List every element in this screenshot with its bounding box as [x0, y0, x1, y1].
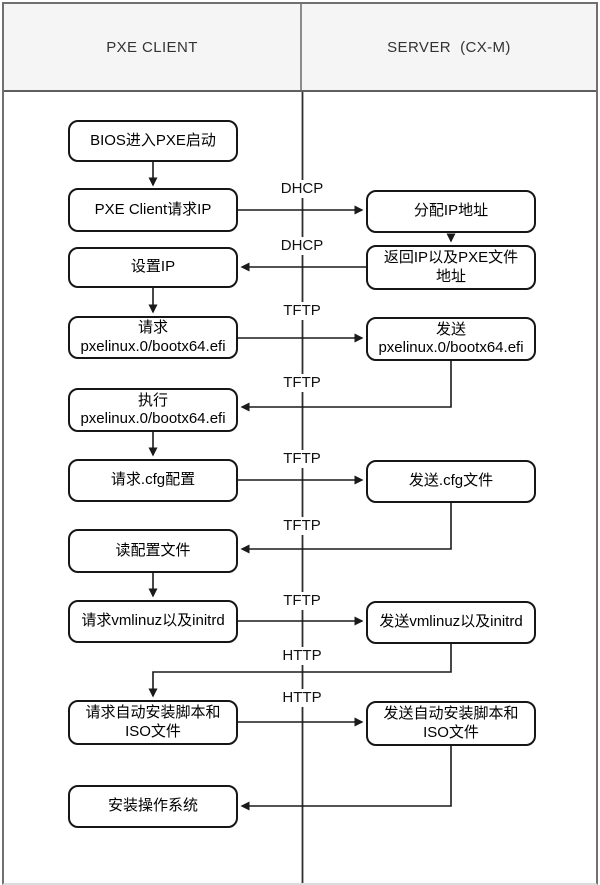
- node-request-cfg: 请求.cfg配置: [68, 459, 238, 502]
- edge-label-dhcp-2: DHCP: [277, 237, 327, 255]
- edge-label-tftp-5: TFTP: [280, 592, 324, 610]
- node-send-cfg: 发送.cfg文件: [366, 460, 536, 503]
- node-install-os: 安装操作系统: [68, 785, 238, 828]
- node-request-bootfile: 请求 pxelinux.0/bootx64.efi: [68, 316, 238, 359]
- node-send-autoinstall-iso: 发送自动安装脚本和 ISO文件: [366, 701, 536, 746]
- node-assign-ip: 分配IP地址: [366, 190, 536, 233]
- lane-title-server: SERVER (CX-M): [387, 38, 511, 56]
- edge-label-tftp-3: TFTP: [280, 450, 324, 468]
- node-send-bootfile: 发送 pxelinux.0/bootx64.efi: [366, 317, 536, 361]
- edge-label-tftp-1: TFTP: [280, 302, 324, 320]
- edge-label-http-1: HTTP: [279, 647, 325, 665]
- node-read-cfg: 读配置文件: [68, 529, 238, 573]
- arrow-send-bootfile-to-exec-bootfile: [240, 361, 452, 412]
- arrow-send-autoinstall-to-install-os: [240, 746, 452, 811]
- swimlane-header: PXE CLIENT SERVER (CX-M): [4, 4, 596, 92]
- node-pxe-client-request-ip: PXE Client请求IP: [68, 188, 238, 232]
- lane-title-client: PXE CLIENT: [106, 38, 198, 56]
- node-request-autoinstall-iso: 请求自动安装脚本和 ISO文件: [68, 700, 238, 745]
- node-return-ip-pxe-file: 返回IP以及PXE文件 地址: [366, 245, 536, 290]
- edge-label-tftp-4: TFTP: [280, 517, 324, 535]
- node-request-vmlinuz-initrd: 请求vmlinuz以及initrd: [68, 600, 238, 643]
- node-exec-bootfile: 执行 pxelinux.0/bootx64.efi: [68, 388, 238, 432]
- edge-label-http-2: HTTP: [279, 689, 325, 707]
- edge-label-dhcp-1: DHCP: [277, 180, 327, 198]
- arrow-send-cfg-to-read-cfg: [240, 503, 452, 554]
- node-bios-enter-pxe: BIOS进入PXE启动: [68, 120, 238, 162]
- arrow-send-vmlinuz-to-request-autoinstall: [148, 644, 452, 698]
- edge-label-tftp-2: TFTP: [280, 374, 324, 392]
- lane-header-server: SERVER (CX-M): [302, 4, 596, 90]
- node-set-ip: 设置IP: [68, 247, 238, 288]
- lane-header-client: PXE CLIENT: [4, 4, 302, 90]
- node-send-vmlinuz-initrd: 发送vmlinuz以及initrd: [366, 601, 536, 644]
